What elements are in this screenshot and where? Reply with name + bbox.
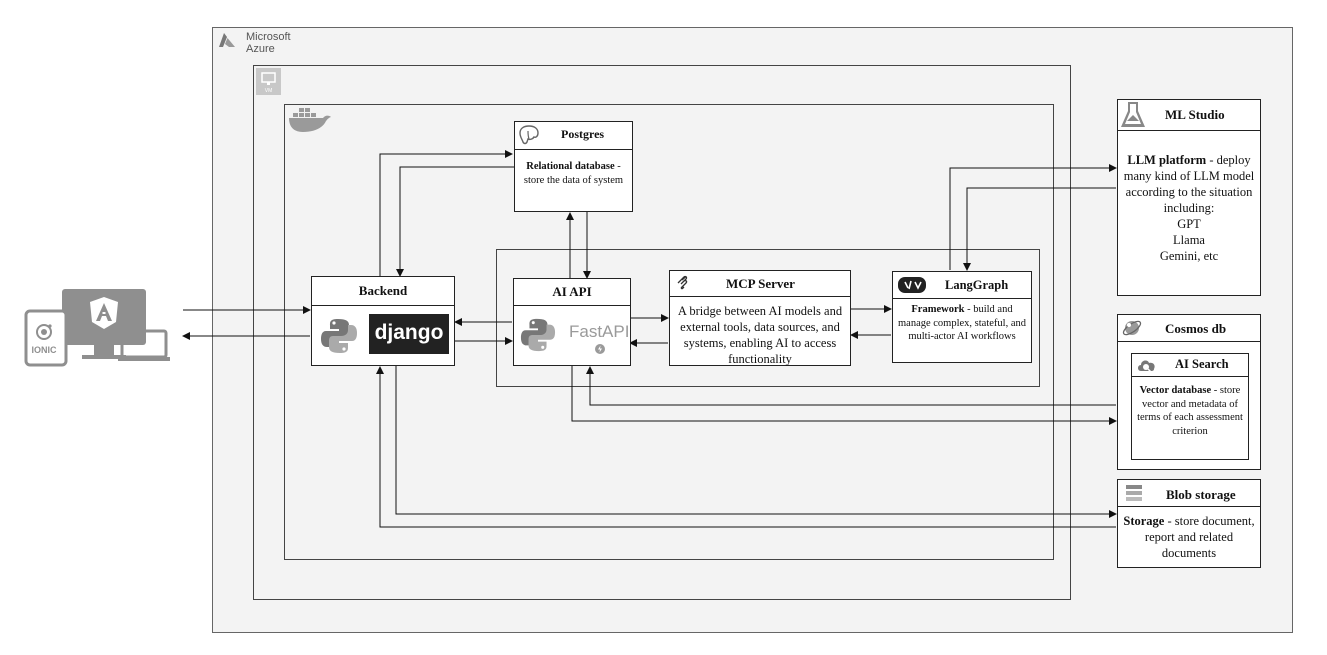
ai-search-title: AI Search — [1175, 357, 1229, 371]
backend-title: Backend — [358, 283, 408, 298]
mcp-desc: A bridge between AI models and external … — [677, 304, 843, 366]
ml-studio-icon — [1120, 101, 1146, 129]
svg-text:VM: VM — [265, 88, 273, 94]
ai-search-icon — [1136, 356, 1158, 374]
client-devices: IONIC — [24, 287, 174, 367]
docker-icon — [287, 107, 333, 133]
ml-studio-box: ML Studio LLM platform - deploy many kin… — [1117, 99, 1261, 296]
langgraph-title: LangGraph — [945, 278, 1009, 292]
ai-search-box: AI Search Vector database - store vector… — [1131, 353, 1249, 460]
cosmos-db-box: Cosmos db AI Search Vector database - st… — [1117, 314, 1261, 470]
angular-icon — [90, 297, 118, 329]
ai-search-desc: Vector database - store vector and metad… — [1137, 385, 1243, 437]
langgraph-desc: Framework - build and manage complex, st… — [898, 304, 1026, 342]
langgraph-box: LangGraph Framework - build and manage c… — [892, 271, 1032, 363]
ionic-label: IONIC — [31, 345, 57, 355]
django-logo: django — [369, 314, 449, 354]
blob-title: Blob storage — [1166, 487, 1236, 502]
vm-icon: VM — [256, 68, 281, 95]
postgres-title: Postgres — [561, 127, 605, 141]
ai-api-title: AI API — [552, 284, 592, 299]
model-item: GPT — [1177, 217, 1201, 231]
mcp-server-box: MCP Server A bridge between AI models an… — [669, 270, 851, 366]
blob-storage-box: Blob storage Storage - store document, r… — [1117, 479, 1261, 568]
ionic-icon — [36, 324, 52, 340]
mcp-icon — [676, 275, 692, 291]
blob-desc: Storage - store document, report and rel… — [1123, 514, 1255, 560]
cosmos-title: Cosmos db — [1165, 321, 1227, 336]
fastapi-logo: FastAPI — [569, 322, 630, 341]
backend-box: Backend django — [311, 276, 455, 366]
blob-icon — [1126, 485, 1142, 501]
model-item: Llama — [1173, 233, 1205, 247]
model-item: Gemini, etc — [1159, 249, 1219, 263]
mcp-title: MCP Server — [726, 276, 795, 291]
cosmos-icon — [1121, 317, 1143, 339]
azure-icon — [217, 33, 235, 49]
devices-icon: IONIC — [24, 289, 170, 367]
postgres-box: Postgres Relational database - store the… — [514, 121, 633, 212]
postgres-desc: Relational database - store the data of … — [523, 161, 624, 186]
python-icon — [520, 317, 556, 353]
ml-studio-title: ML Studio — [1165, 107, 1225, 122]
ml-studio-desc: LLM platform - deploy many kind of LLM m… — [1123, 153, 1255, 263]
postgres-icon — [517, 124, 541, 146]
python-icon — [320, 317, 358, 355]
azure-label: Microsoft Azure — [246, 31, 291, 55]
langgraph-icon — [898, 277, 926, 293]
ai-api-box: AI API FastAPI — [513, 278, 631, 366]
fastapi-icon — [595, 341, 605, 354]
